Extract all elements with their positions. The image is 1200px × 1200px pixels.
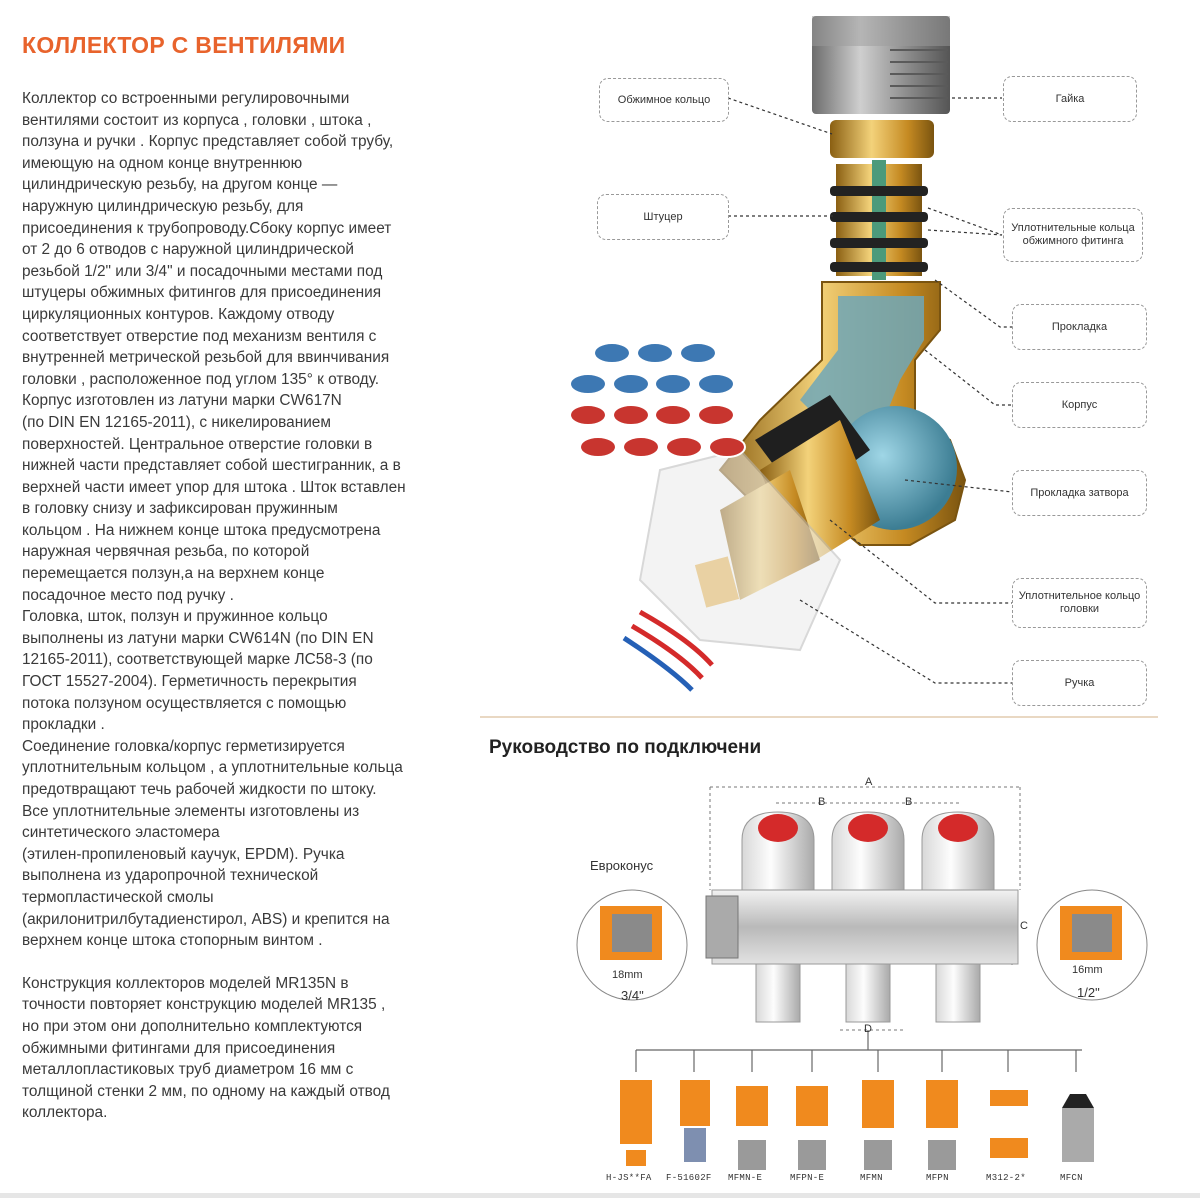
text-line: Все уплотнительные элементы изготовлены … [22, 802, 360, 820]
fitting-label-8: MFCN [1060, 1173, 1083, 1183]
text-line: 12165-2011), соответствующей марке ЛС58-… [22, 651, 373, 669]
text-line: соответствует отверстие под механизм вен… [22, 327, 377, 345]
callout-fitting-seals: Уплотнительные кольца обжимного фитинга [1003, 208, 1143, 262]
text-line: предотвращают течь рабочей жидкости по ш… [22, 781, 377, 798]
manifold-valves [741, 811, 995, 1023]
paragraph-gap [22, 952, 478, 973]
fitting-label-6: MFPN [926, 1173, 949, 1183]
text-line: кольцом . На нижнем конце штока предусмо… [22, 521, 381, 539]
manifold-illustration [576, 786, 1148, 1170]
description-text: Коллектор со встроенными регулировочными… [22, 88, 478, 1124]
fitting-label-5: MFMN [860, 1173, 883, 1183]
dim-b1-label: B [818, 796, 826, 808]
nut-part [812, 16, 950, 114]
fitting-label-4: MFPN-E [790, 1173, 825, 1183]
page-title: КОЛЛЕКТОР С ВЕНТИЛЯМИ [22, 32, 346, 58]
text-line: резьбой 1/2" или 3/4" и посадочными мест… [22, 262, 383, 280]
text-line: (этилен-пропиленовый каучук, EPDM). Ручк… [22, 845, 345, 863]
right-thread-label: 1/2" [1077, 985, 1100, 1000]
text-line: цилиндрическую резьбу, на другом конце — [22, 176, 338, 194]
valve-exploded-illustration [569, 16, 1013, 692]
text-line: внутренней метрической резьбой для ввинч… [22, 349, 390, 367]
text-line: наружную цилиндрическую резьбу, для [22, 197, 304, 215]
text-line: уплотнительным кольцом , а уплотнительны… [22, 759, 403, 777]
fitting-icons [620, 1080, 1094, 1170]
text-line: толщиной стенки 2 мм, по одному на кажды… [22, 1082, 390, 1100]
text-line: ползуна и ручки . Корпус представляет со… [22, 133, 394, 151]
fitting-label-7: M312-2* [986, 1173, 1026, 1183]
handle-caps [569, 342, 746, 458]
indicator-rings [622, 609, 714, 692]
text-line: верхней части имеет упор для штока . Што… [22, 478, 406, 496]
fitting-label-1: H-JS**FA [606, 1173, 652, 1183]
callout-body: Корпус [1012, 382, 1147, 428]
text-line: Головка, шток, ползун и пружинное кольцо [22, 608, 328, 626]
leader-lines [727, 97, 1013, 684]
dim-a-label: A [865, 776, 873, 788]
text-line: синтетического эластомера [22, 824, 220, 842]
callout-compression-ring: Обжимное кольцо [599, 78, 729, 122]
text-line: выполнена из ударопрочной технической [22, 867, 319, 885]
text-line: Корпус изготовлен из латуни марки CW617N [22, 392, 342, 410]
right-size-label: 16mm [1072, 964, 1103, 976]
text-line: обжимными фитингами для присоединения [22, 1039, 336, 1057]
callout-gasket: Прокладка [1012, 304, 1147, 350]
dim-b2-label: B [905, 796, 913, 808]
text-line: циркуляционных контуров. Каждому отводу [22, 305, 335, 323]
text-line: но при этом они дополнительно комплектую… [22, 1017, 363, 1035]
dim-d-label: D [864, 1023, 872, 1035]
text-line: ГОСТ 15527-2004). Герметичность перекрыт… [22, 673, 357, 691]
text-line: выполнены из латуни марки CW614N (по DIN… [22, 629, 374, 647]
eurocone-right [1036, 889, 1148, 1001]
left-thread-label: 3/4" [621, 988, 644, 1003]
text-line: (акрилонитрилбутадиенстирол, ABS) и креп… [22, 910, 390, 928]
text-line: прокладки . [22, 716, 105, 734]
callout-head-seal: Уплотнительное кольцо головки [1012, 578, 1147, 628]
text-line: присоединения к трубопроводу.Сбоку корпу… [22, 219, 392, 237]
text-line: (по DIN EN 12165-2011), с никелированием [22, 413, 331, 431]
text-line: головки , расположенное под углом 135° к… [22, 370, 380, 388]
eurocone-left [576, 889, 688, 1001]
fitting-label-3: MFMN-E [728, 1173, 763, 1183]
text-line: коллектора. [22, 1104, 108, 1122]
connection-tree [635, 1030, 1082, 1072]
text-line: поверхностей. Центральное отверстие голо… [22, 435, 373, 453]
bottom-border [0, 1193, 1200, 1198]
text-line: посадочное место под ручку . [22, 586, 234, 604]
text-line: нижней части представляет собой шестигра… [22, 457, 401, 475]
text-line: вентилями состоит из корпуса , головки ,… [22, 111, 372, 129]
text-line: штуцеры обжимных фитингов для присоедине… [22, 284, 382, 302]
fitting-part [830, 160, 928, 280]
section-divider [480, 716, 1158, 718]
fitting-label-2: F-51602F [666, 1173, 712, 1183]
text-line: металлопластиковых труб диаметром 16 мм … [22, 1061, 354, 1079]
text-line: Соединение головка/корпус герметизируетс… [22, 737, 345, 755]
callout-fitting: Штуцер [597, 194, 729, 240]
text-line: точности повторяет конструкцию моделей M… [22, 996, 386, 1014]
text-line: перемещается ползун,а на верхнем конце [22, 565, 325, 583]
dim-c-label: C [1020, 920, 1028, 932]
text-line: Коллектор со встроенными регулировочными [22, 90, 350, 107]
text-line: наружная червячная резьба, по которой [22, 543, 310, 561]
left-size-label: 18mm [612, 969, 643, 981]
callout-valve-gasket: Прокладка затвора [1012, 470, 1147, 516]
compression-ring-part [830, 120, 934, 158]
text-line: имеющую на одном конце внутреннюю [22, 154, 303, 172]
text-line: Конструкция коллекторов моделей MR135N в [22, 974, 349, 992]
text-line: термопластической смолы [22, 888, 214, 906]
callout-handle: Ручка [1012, 660, 1147, 706]
callout-nut: Гайка [1003, 76, 1137, 122]
eurocone-label: Евроконус [590, 858, 654, 873]
guide-title: Руководство по подключени [489, 737, 762, 758]
text-line: от 2 до 6 отводов с наружной цилиндричес… [22, 241, 354, 259]
text-line: в головку снизу и зафиксирован пружинным [22, 500, 338, 518]
text-line: потока ползуном осуществляется с помощью [22, 694, 347, 712]
text-line: верхнем конце штока стопорным винтом . [22, 932, 323, 950]
